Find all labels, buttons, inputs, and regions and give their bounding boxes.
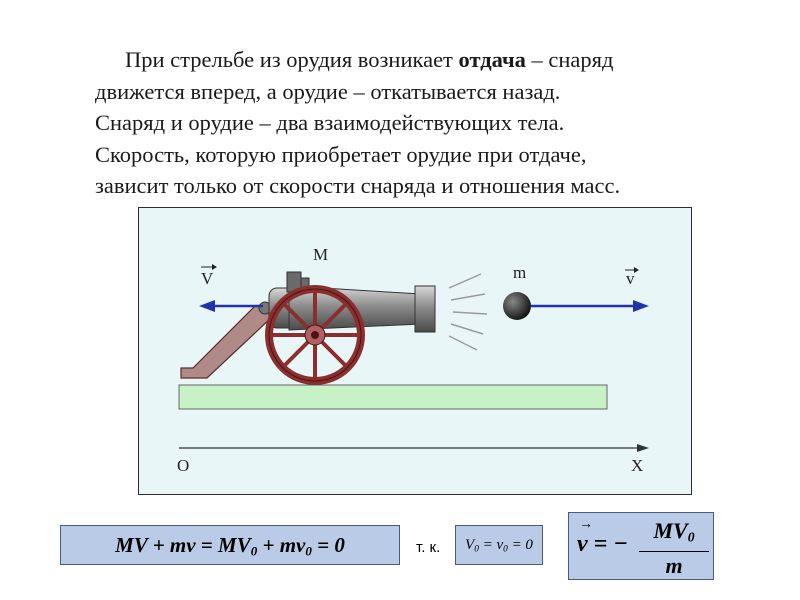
label-velocity-cannon: V [201,264,217,288]
f3-lhs: v = − [577,531,628,557]
cannon-carriage [180,305,272,379]
f3-numerator: MV0 [639,517,709,553]
label-V-text: V [201,269,214,288]
f1-part-a: MV + mv = MV [115,533,251,557]
momentum-conservation-formula: MV + mv = MV0 + mv0 = 0 [60,525,400,565]
recoil-velocity-formula: → v = − MV0 m [568,512,714,580]
f2-part-a: V [465,537,475,553]
vector-arrow-mark: → [579,517,593,532]
text-line-5: зависит только от скорости снаряда и отн… [95,173,621,198]
initial-velocity-formula: V0 = v0 = 0 [455,525,543,565]
text-line-1: При стрельбе из орудия возникает отдача … [95,44,755,76]
f3-num-text: MV [653,518,688,543]
blast-lines [448,273,488,351]
label-mass-cannon: M [313,245,328,264]
slide-paragraph: При стрельбе из орудия возникает отдача … [95,44,755,202]
velocity-arrow-v [531,300,649,312]
f1-part-b: + mv [257,533,306,557]
text-line-1-start: При стрельбе из орудия возникает [125,47,459,72]
ground-slab [178,384,608,410]
velocity-arrow-V [199,300,263,312]
text-bold-otdacha: отдача [458,47,526,72]
text-line-3: Снаряд и орудие – два взаимодействующих … [95,110,565,135]
cannon-recoil-illustration: M m V v O X [138,207,692,495]
cannon-scene: M m V v O X [177,245,649,475]
f3-fraction: MV0 m [639,517,709,580]
f2-part-c: = 0 [507,537,533,553]
f1-sub-b: 0 [305,543,312,559]
label-velocity-projectile: v [625,267,639,288]
cannon-wheel [265,285,365,385]
text-line-2: движется вперед, а орудие – откатывается… [95,78,561,104]
axis-origin-label: O [177,456,189,475]
f2-sub-a: 0 [474,544,479,555]
x-axis: O X [177,444,649,475]
axis-x-label: X [631,456,643,475]
label-v-text: v [626,269,635,288]
f3-num-sub: 0 [687,529,695,545]
text-line-4: Скорость, которую приобретает орудие при… [95,141,587,167]
f1-sub-a: 0 [250,543,258,559]
projectile-ball [503,292,531,320]
text-line-1-end: – снаряд [525,47,614,72]
f2-part-b: = v [478,537,504,553]
f3-denominator: m [665,553,683,579]
f1-part-c: = 0 [311,533,345,557]
conjunction-tk: т. к. [416,539,441,556]
label-mass-projectile: m [513,263,526,282]
f2-sub-b: 0 [503,544,508,555]
